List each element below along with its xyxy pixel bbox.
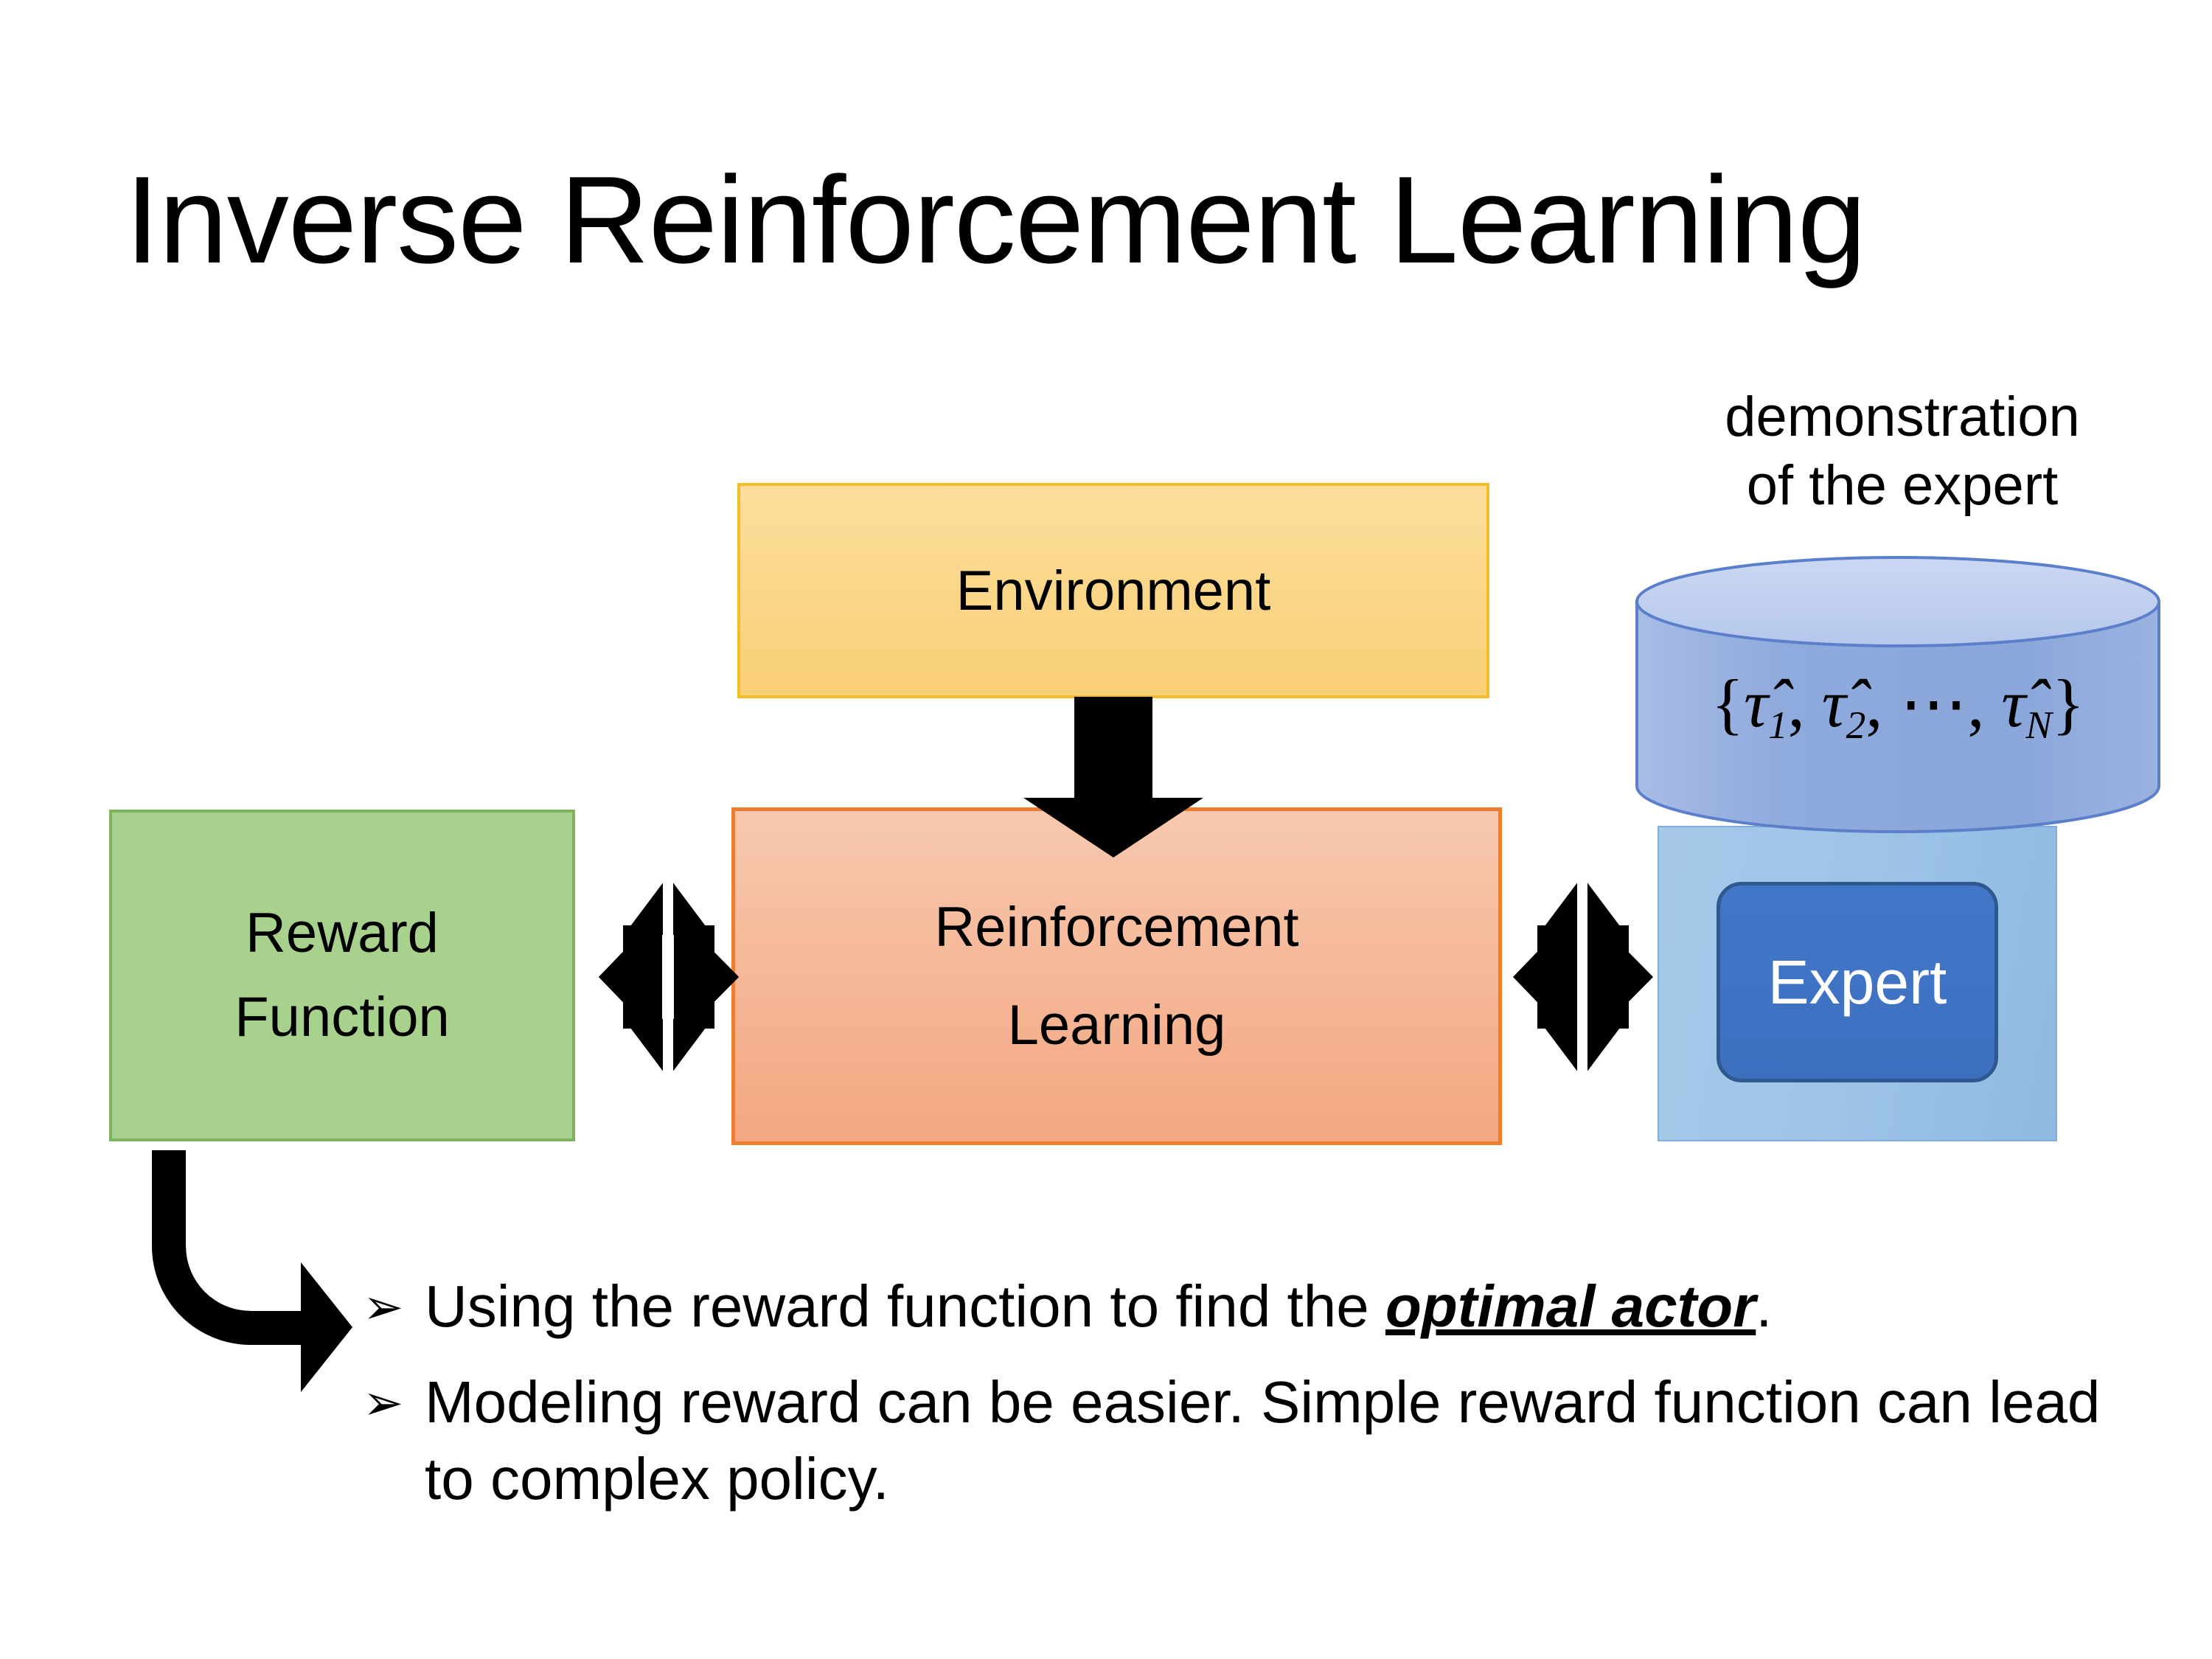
list-item: ➢ Modeling reward can be easier. Simple … (363, 1364, 2103, 1517)
bullet-1-emphasis: optimal actor (1385, 1273, 1756, 1339)
set-open-brace: { (1711, 666, 1745, 741)
trajectory-set-formula: {τ̂1, τ̂2, ⋯, τ̂N} (1711, 666, 2085, 747)
expert-node-label: Expert (1767, 947, 1947, 1017)
environment-node[interactable]: Environment (737, 483, 1489, 698)
bullet-1-prefix: Using the reward function to find the (425, 1273, 1385, 1339)
reinforcement-learning-label-line2: Learning (1007, 994, 1226, 1057)
trajectory-symbol-n: τ̂ (2001, 666, 2026, 741)
trajectory-subscript-1: 1 (1768, 703, 1788, 747)
expert-node[interactable]: Expert (1717, 882, 1998, 1082)
list-item: ➢ Using the reward function to find the … (363, 1268, 2103, 1345)
bullet-1-suffix: . (1756, 1273, 1773, 1339)
bullet-text-2: Modeling reward can be easier. Simple re… (425, 1369, 2101, 1512)
bullet-text-1: Using the reward function to find the op… (425, 1268, 2103, 1345)
bullet-marker-icon: ➢ (363, 1375, 404, 1430)
rl-expert-bidirectional-arrow-icon (1513, 876, 1653, 1078)
reinforcement-learning-node[interactable]: Reinforcement Learning (731, 807, 1502, 1145)
trajectory-ellipsis: ⋯ (1899, 666, 1968, 741)
demonstration-caption: demonstration of the expert (1644, 383, 2160, 520)
trajectory-subscript-n: N (2025, 703, 2052, 747)
trajectory-symbol-1: τ̂ (1744, 666, 1769, 741)
demonstration-cylinder (1634, 554, 2162, 833)
reward-function-label-line2: Function (234, 986, 450, 1048)
demonstration-caption-line2: of the expert (1746, 453, 2059, 517)
reward-function-node[interactable]: Reward Function (109, 810, 575, 1141)
demonstration-caption-line1: demonstration (1725, 386, 2080, 448)
bullet-marker-icon: ➢ (363, 1279, 404, 1334)
reinforcement-learning-label-line1: Reinforcement (934, 896, 1299, 959)
reward-function-label-line1: Reward (246, 902, 439, 964)
reward-to-bullets-bent-arrow-icon (152, 1150, 352, 1392)
trajectory-symbol-2: τ̂ (1821, 666, 1846, 741)
environment-node-label: Environment (956, 559, 1271, 622)
page-title: Inverse Reinforcement Learning (125, 150, 1867, 289)
set-close-brace: } (2051, 666, 2085, 741)
bullet-list: ➢ Using the reward function to find the … (363, 1268, 2103, 1537)
trajectory-subscript-2: 2 (1846, 703, 1866, 747)
reward-rl-bidirectional-arrow-icon (599, 876, 739, 1078)
